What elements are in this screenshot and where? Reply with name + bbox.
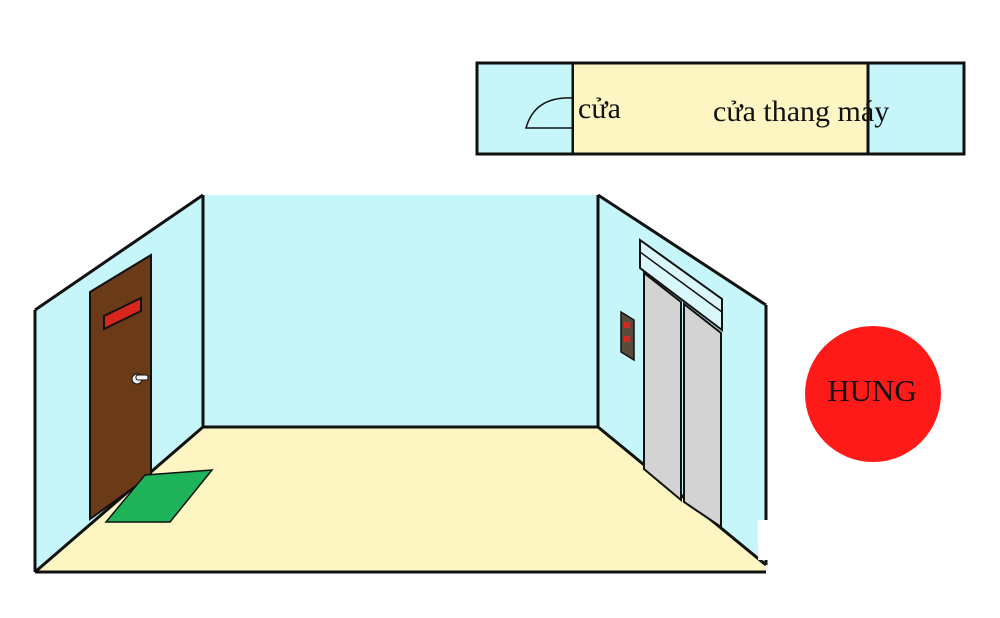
doormat xyxy=(104,469,214,523)
elevator-door-left xyxy=(643,270,682,503)
floor xyxy=(35,427,766,572)
door-label: cửa xyxy=(578,92,621,125)
door-handle-icon xyxy=(131,373,149,385)
elevator-header-frame xyxy=(639,238,723,333)
door-sign xyxy=(103,296,142,331)
room xyxy=(33,193,778,574)
badge-label: HUNG xyxy=(827,373,917,408)
floor-plan xyxy=(475,61,966,156)
door-swing-icon xyxy=(525,97,574,129)
elevator-door-right xyxy=(683,301,722,529)
elevator-door-label: cửa thang máy xyxy=(713,95,890,128)
back-wall xyxy=(203,195,598,427)
floor-plan-left-wall xyxy=(475,61,575,156)
floor-plan-corridor xyxy=(572,62,869,155)
badge-circle xyxy=(805,326,941,462)
floor-plan-outline xyxy=(475,61,966,156)
